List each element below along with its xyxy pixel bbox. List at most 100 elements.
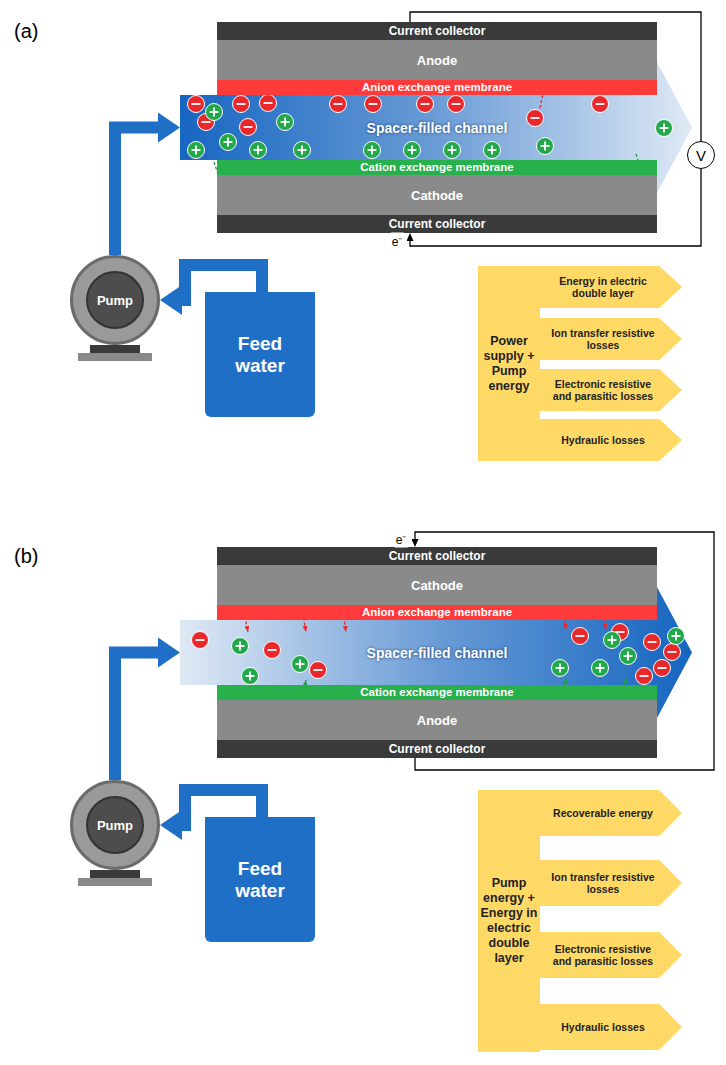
ion-sign: [596, 103, 605, 105]
ion-sign: [491, 146, 493, 155]
flow-arrow: [180, 587, 692, 718]
ion-sign: [576, 635, 585, 637]
ion-circle: [552, 660, 569, 677]
ion-symbol: [664, 644, 681, 661]
ion-symbol: [277, 114, 294, 131]
ion-circle: [192, 632, 209, 649]
ion-symbol: [537, 138, 554, 155]
ion-sign: [599, 664, 601, 673]
ion-circle: [294, 142, 311, 159]
node-text: Ion transfer resistive losses: [548, 327, 658, 352]
ion-sign: [301, 146, 303, 155]
energy-arrow: Hydraulic losses: [540, 419, 682, 461]
ion-symbol: [206, 104, 223, 121]
ion-symbol: [620, 648, 637, 665]
ion-sign: [668, 651, 677, 653]
node-text: Pump: [97, 818, 133, 833]
node-text: Hydraulic losses: [561, 1021, 644, 1034]
ion-circle: [264, 642, 281, 659]
ion-circle: [220, 134, 237, 151]
ion-sign: [314, 669, 323, 671]
current-collector: Current collector: [217, 547, 657, 565]
ion-sign: [658, 667, 667, 669]
ion-symbol: [260, 95, 277, 112]
edge-label: e⁻: [395, 531, 408, 548]
node-text: Cation exchange membrane: [360, 686, 513, 699]
pump-base: [78, 353, 152, 361]
ion-symbol: [636, 668, 653, 685]
ion-circle: [188, 96, 205, 113]
ion-symbol: [294, 142, 311, 159]
ion-circle: [444, 142, 461, 159]
arrow-fill: [540, 419, 682, 461]
electrode-band: Cathode: [217, 175, 657, 215]
node-text: Cathode: [411, 188, 463, 203]
ion-circle: [330, 96, 347, 113]
water-pipe: [115, 653, 158, 781]
ion-symbol: [233, 96, 250, 113]
current-collector: Current collector: [217, 22, 657, 40]
ion-symbol: [292, 656, 309, 673]
ion-symbol: [232, 638, 249, 655]
flow-arrow: [180, 62, 692, 193]
ion-sign: [334, 103, 343, 105]
ion-symbol: [444, 142, 461, 159]
ion-symbol: [592, 660, 609, 677]
ion-symbol: [240, 119, 257, 136]
electrode-band: Anode: [217, 40, 657, 80]
ion-circle: [240, 119, 257, 136]
membrane-band: Cation exchange membrane: [217, 685, 657, 700]
energy-box: Pump energy + Energy in electric double …: [478, 790, 540, 1052]
energy-arrow: Hydraulic losses: [540, 1004, 682, 1050]
ion-symbol: [592, 96, 609, 113]
edge-label: e⁻: [391, 233, 404, 250]
node-text: Electronic resistive and parasitic losse…: [548, 943, 658, 968]
node-text: Cation exchange membrane: [360, 161, 513, 174]
ion-sign: [369, 103, 378, 105]
ion-symbol: [220, 134, 237, 151]
ion-circle: [636, 668, 653, 685]
feed-tank: Feed water: [205, 292, 315, 417]
node-text: Feed water: [223, 858, 297, 902]
ion-sign: [239, 642, 241, 651]
ion-symbol: [192, 632, 209, 649]
ion-circle: [242, 668, 259, 685]
ion-symbol: [668, 628, 685, 645]
node-text: Ion transfer resistive losses: [548, 871, 658, 896]
ion-sign: [192, 103, 201, 105]
ion-symbol: [656, 120, 673, 137]
ion-circle: [417, 96, 434, 113]
ion-symbol: [552, 660, 569, 677]
node-text: Cathode: [411, 578, 463, 593]
ion-symbol: [188, 96, 205, 113]
node-text: Hydraulic losses: [561, 434, 644, 447]
ion-circle: [527, 110, 544, 127]
ion-circle: [656, 120, 673, 137]
node-text: Electronic resistive and parasitic losse…: [548, 378, 658, 403]
ion-symbol: [310, 662, 327, 679]
arrow-fill: [540, 860, 682, 906]
ion-circle: [664, 644, 681, 661]
ion-symbol: [527, 110, 544, 127]
ion-circle: [604, 632, 621, 649]
ion-symbol: [448, 96, 465, 113]
ion-sign: [648, 641, 657, 643]
ion-symbol: [572, 628, 589, 645]
ion-circle: [250, 142, 267, 159]
ion-sign: [411, 146, 413, 155]
arrow-fill: [540, 932, 682, 978]
pump-stand: [90, 870, 140, 878]
ion-sign: [257, 146, 259, 155]
ion-circle: [654, 660, 671, 677]
node-text: Feed water: [223, 333, 297, 377]
node-text: Current collector: [389, 217, 486, 231]
pump-stand: [90, 345, 140, 353]
ion-circle: [572, 628, 589, 645]
membrane-band: Cation exchange membrane: [217, 160, 657, 175]
ion-circle: [364, 142, 381, 159]
ion-sign: [249, 672, 251, 681]
ion-sign: [213, 108, 215, 117]
ion-circle: [310, 662, 327, 679]
energy-arrow: Energy in electric double layer: [540, 266, 682, 308]
arrow-fill: [540, 318, 682, 360]
